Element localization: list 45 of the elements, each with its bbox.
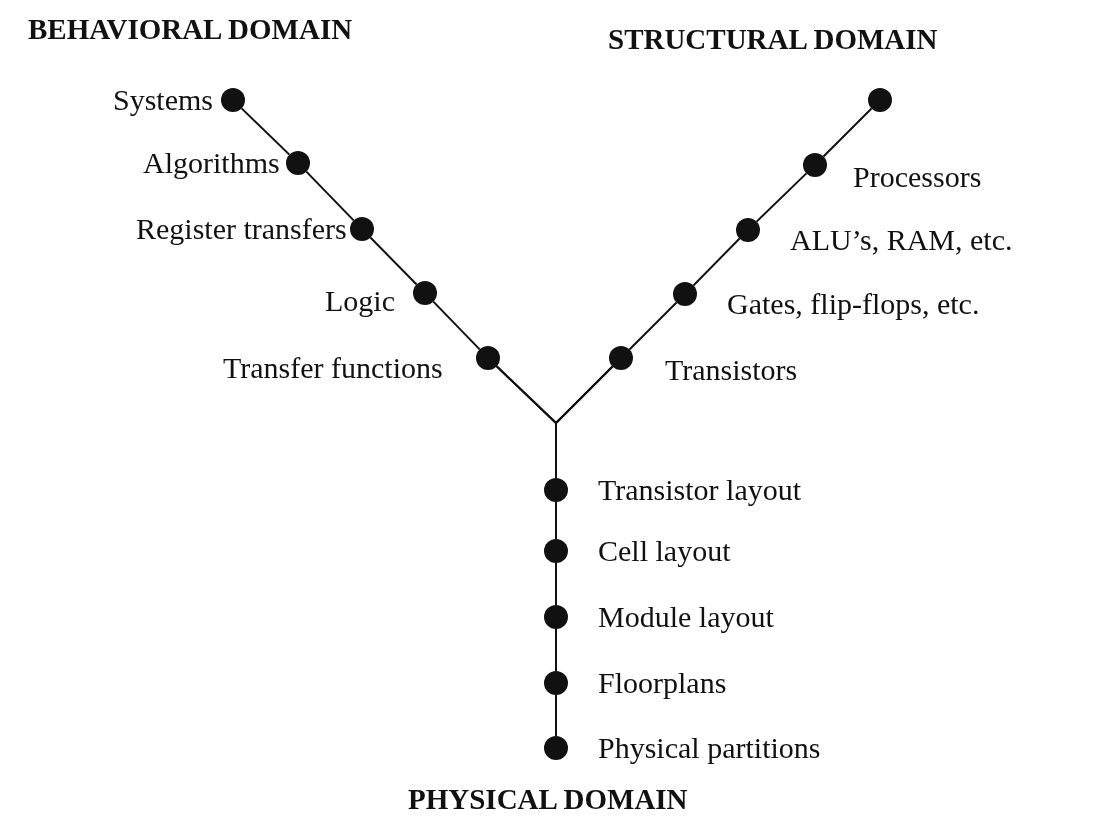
node-dot (544, 605, 568, 629)
connector-line (692, 237, 741, 287)
connector-line (305, 170, 355, 222)
node-label: Transfer functions (223, 351, 443, 385)
node-dot (609, 346, 633, 370)
node-dot (544, 671, 568, 695)
domain-heading: STRUCTURAL DOMAIN (608, 22, 938, 56)
node-label: Floorplans (598, 666, 727, 700)
node-dot (673, 282, 697, 306)
node-label: Gates, flip-flops, etc. (727, 287, 980, 321)
node-label: Algorithms (143, 146, 280, 180)
connector-line (555, 628, 557, 672)
connector-line (755, 172, 808, 223)
node-label: Register transfers (136, 212, 347, 246)
node-label: Processors (853, 160, 982, 194)
node-dot (544, 736, 568, 760)
node-dot (221, 88, 245, 112)
node-dot (544, 478, 568, 502)
connector-line (240, 107, 291, 156)
node-label: Physical partitions (598, 731, 821, 765)
node-label: Transistor layout (598, 473, 802, 507)
node-dot (868, 88, 892, 112)
connector-line (555, 365, 614, 479)
node-label: Module layout (598, 600, 774, 634)
connector-line (555, 694, 557, 737)
connector-line (369, 236, 418, 286)
node-dot (736, 218, 760, 242)
node-label: Systems (113, 83, 214, 117)
node-dot (803, 153, 827, 177)
connector-line (822, 107, 873, 158)
node-dot (413, 281, 437, 305)
connector-line (432, 300, 481, 351)
node-label: Cell layout (598, 534, 731, 568)
domain-heading: PHYSICAL DOMAIN (408, 782, 688, 816)
connector-line (555, 562, 557, 606)
node-dot (350, 217, 374, 241)
domain-heading: BEHAVIORAL DOMAIN (28, 12, 353, 46)
connector-line (555, 501, 557, 540)
node-dot (544, 539, 568, 563)
node-label: Transistors (665, 353, 798, 387)
node-label: Logic (325, 284, 395, 318)
node-dot (476, 346, 500, 370)
node-label: ALU’s, RAM, etc. (790, 223, 1013, 257)
node-dot (286, 151, 310, 175)
connector-line (628, 301, 678, 351)
